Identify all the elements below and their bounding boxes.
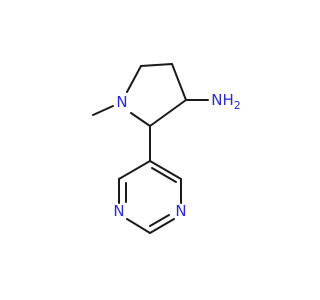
- bond-methyl-n: [92, 105, 114, 116]
- atom-n-pyrimidine-1: N: [113, 202, 124, 220]
- bond-pyr-c2-n1: [126, 218, 151, 234]
- bond-pyr-c5-c4: [149, 160, 182, 180]
- atom-n-pyrimidine-3: N: [175, 202, 186, 220]
- bond-pyr-c6-c5: [118, 160, 151, 180]
- bond-pyr-double-3: [149, 214, 170, 227]
- bond-c5-c4: [140, 63, 173, 67]
- bond-pyr-n3-c2: [149, 218, 175, 234]
- bond-c3-c2: [149, 99, 187, 127]
- bond-pyr-double-1: [151, 167, 177, 183]
- bond-c2-n: [130, 112, 151, 127]
- bonds: [92, 63, 209, 234]
- molecule-diagram: N NH2 N N: [92, 63, 241, 234]
- atom-amine: NH2: [211, 91, 241, 112]
- bond-c4-c3: [171, 63, 187, 101]
- amine-subscript: 2: [234, 99, 241, 112]
- amine-symbol: NH: [211, 91, 234, 109]
- atom-n-pyrrolidine: N: [116, 93, 127, 111]
- structure-canvas: N NH2 N N: [92, 63, 241, 234]
- atom-labels: N NH2 N N: [113, 91, 240, 220]
- bond-n-c5: [126, 65, 142, 93]
